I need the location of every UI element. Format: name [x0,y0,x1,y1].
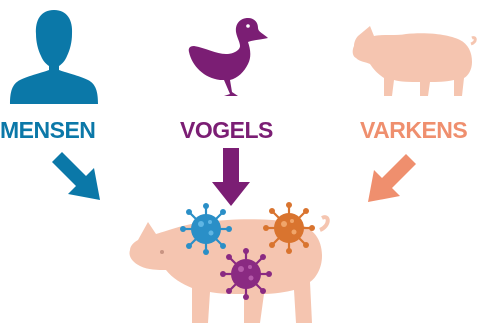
virus-orange-icon [263,202,315,254]
duck-icon [188,18,268,96]
people-label: MENSEN [0,117,96,143]
birds-label: VOGELS [180,117,273,143]
pig-icon [352,26,477,96]
virus-blue-icon [180,203,232,255]
arrow-from-people-icon [52,152,100,200]
pigs-label: VARKENS [360,117,468,143]
person-icon [10,10,98,104]
arrow-from-birds-icon [212,148,250,206]
virus-purple-icon [220,248,272,300]
arrow-from-pigs-icon [368,154,416,202]
